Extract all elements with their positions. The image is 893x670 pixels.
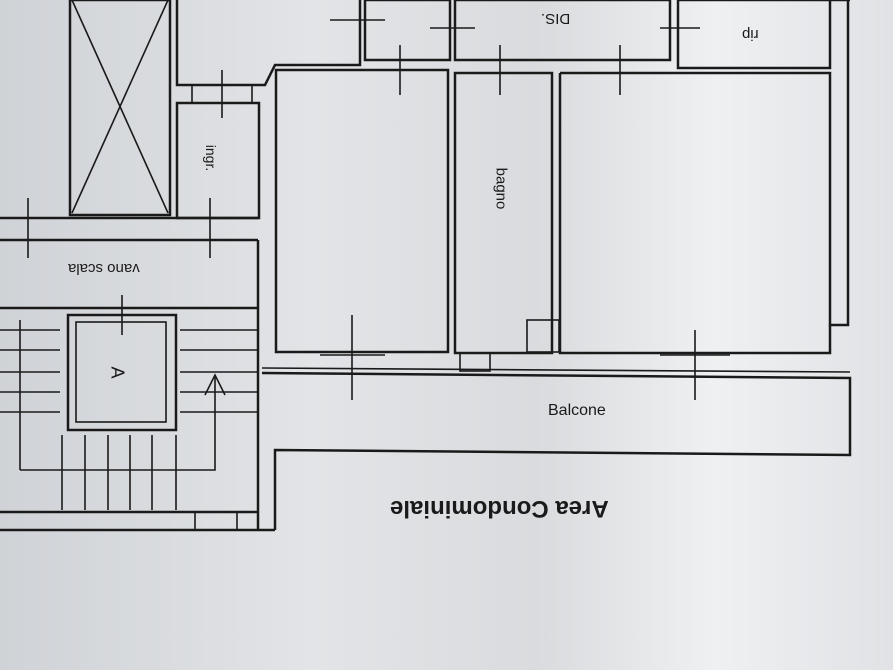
wall-ticks <box>320 45 730 400</box>
label-bagno: bagno <box>492 167 510 210</box>
elevator-a <box>66 295 178 432</box>
elevator-shaft <box>68 0 172 217</box>
label-dis: DIS. <box>541 10 571 27</box>
room-right <box>526 0 850 355</box>
room-left <box>274 68 450 354</box>
room-bagno <box>453 71 554 355</box>
vano-scala <box>0 198 260 530</box>
label-vano-scala: vano scala <box>68 260 140 277</box>
label-area-condominiale: Area Condominiale <box>390 495 609 522</box>
label-rip: rip <box>742 26 759 43</box>
label-balcone: Balcone <box>548 402 606 419</box>
stair-steps <box>0 320 275 532</box>
balcone-area <box>261 367 852 530</box>
label-a: A <box>107 366 128 379</box>
label-ingr: ingr. <box>203 144 220 172</box>
upper-walls <box>175 0 850 87</box>
